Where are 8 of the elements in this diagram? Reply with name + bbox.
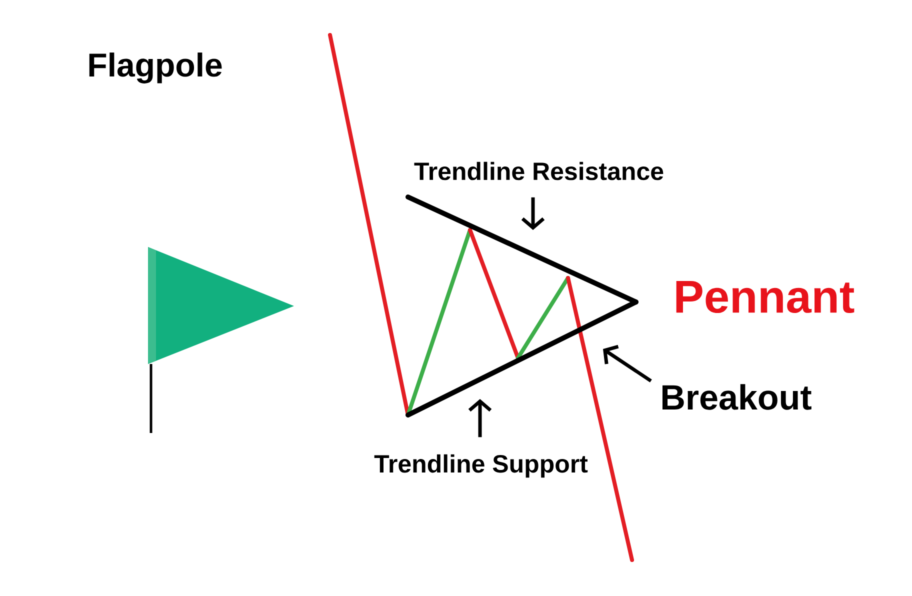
callout-text: Trendline Support bbox=[374, 454, 588, 478]
callout-text: Trendline Resistance bbox=[414, 162, 664, 180]
arrow bbox=[468, 399, 492, 438]
callout-text: Breakout bbox=[662, 384, 812, 410]
arrow bbox=[521, 197, 545, 230]
arrow bbox=[603, 344, 652, 382]
label-text: Pennant bbox=[676, 280, 854, 314]
label-text: Flagpole bbox=[89, 52, 222, 84]
